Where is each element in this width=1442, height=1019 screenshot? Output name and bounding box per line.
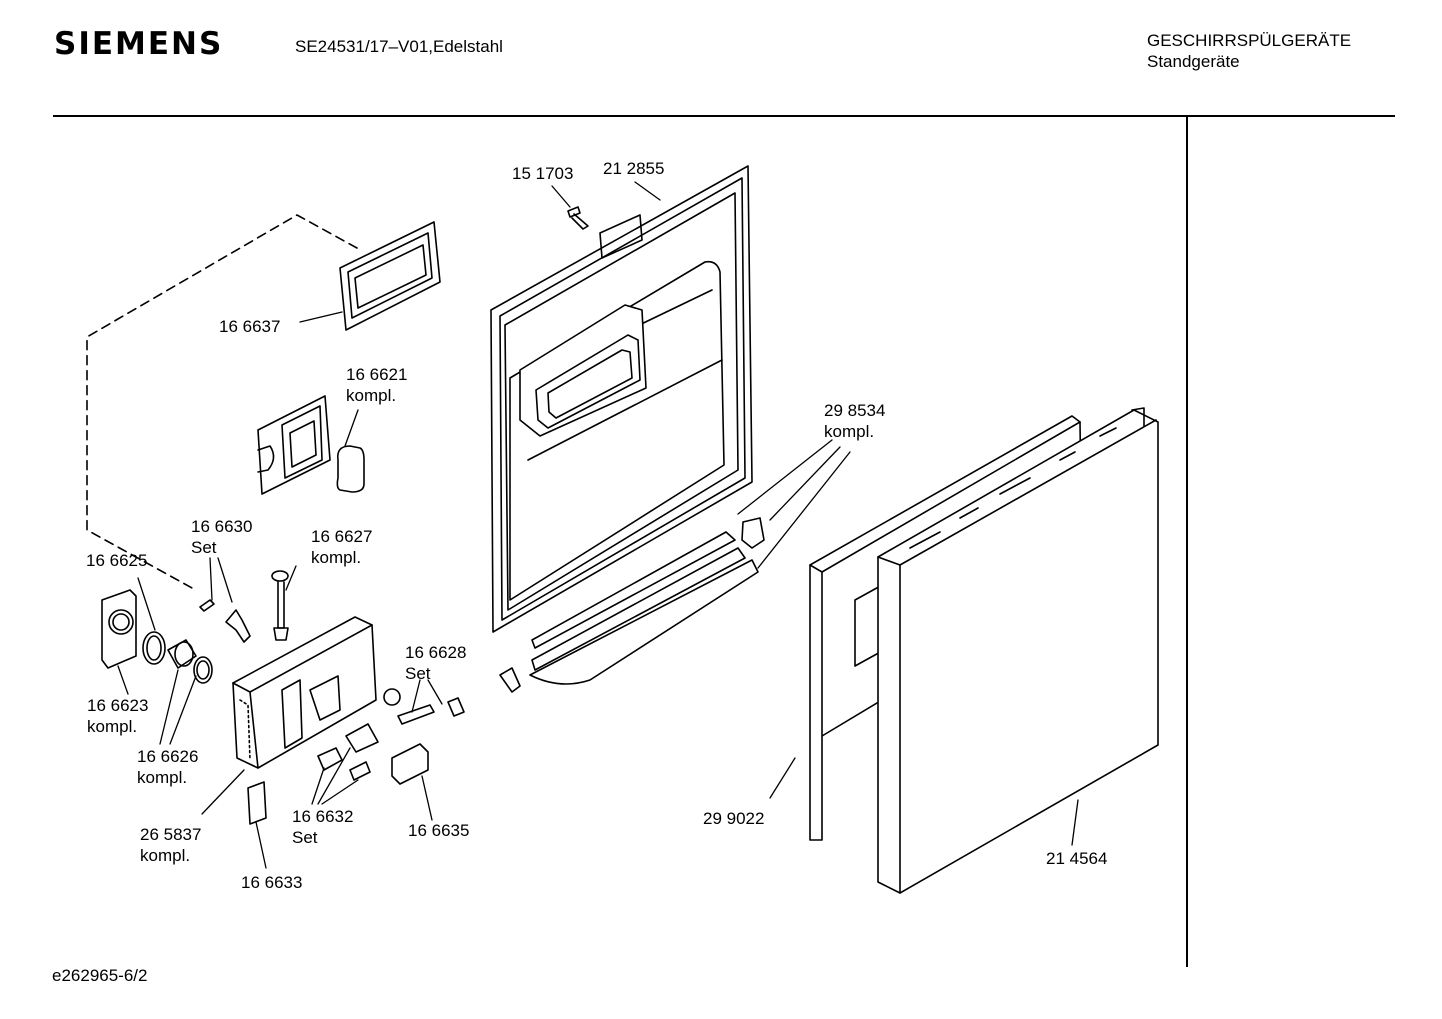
part-label-151703: 15 1703 xyxy=(512,163,573,184)
part-number: 16 6628 xyxy=(405,643,467,662)
part-label-166635: 16 6635 xyxy=(408,820,469,841)
document-id: e262965-6/2 xyxy=(52,966,148,985)
part-note: Set xyxy=(191,538,217,557)
part-note: kompl. xyxy=(346,386,397,405)
part-label-166626: 16 6626 kompl. xyxy=(137,746,198,788)
side-divider xyxy=(1186,117,1188,967)
part-number: 21 2855 xyxy=(603,159,665,178)
part-label-166627: 16 6627 kompl. xyxy=(311,526,372,568)
part-note: kompl. xyxy=(140,846,191,865)
part-note: Set xyxy=(405,664,431,683)
part-label-166625: 16 6625 xyxy=(86,550,147,571)
part-label-214564: 21 4564 xyxy=(1046,848,1107,869)
header-divider xyxy=(53,115,1395,117)
part-label-265837: 26 5837 kompl. xyxy=(140,824,201,866)
o-ring-part xyxy=(193,656,213,684)
part-number: 16 6632 xyxy=(292,807,354,826)
part-label-166637: 16 6637 xyxy=(219,316,280,337)
switch-part xyxy=(391,743,429,785)
brand-logo: SIEMENS xyxy=(54,26,224,62)
part-label-212855: 21 2855 xyxy=(603,158,664,179)
part-number: 15 1703 xyxy=(512,164,574,183)
part-note: kompl. xyxy=(824,422,875,441)
part-note: kompl. xyxy=(311,548,362,567)
category-title: GESCHIRRSPÜLGERÄTE xyxy=(1147,31,1352,50)
part-number: 16 6633 xyxy=(241,873,303,892)
outer-door-panel-back xyxy=(809,415,1083,841)
screw-part xyxy=(567,206,589,230)
part-number: 16 6637 xyxy=(219,317,281,336)
clip-part xyxy=(247,781,267,825)
part-number: 21 4564 xyxy=(1046,849,1108,868)
filter-grille-part xyxy=(257,395,365,495)
assembly-dashed-guide xyxy=(86,214,358,589)
part-number: 29 9022 xyxy=(703,809,765,828)
part-number: 26 5837 xyxy=(140,825,202,844)
filter-frame-part xyxy=(339,221,441,331)
bolt-part xyxy=(271,570,289,641)
detergent-dispenser-part xyxy=(232,616,377,769)
inner-door-panel xyxy=(490,165,753,633)
part-label-166633: 16 6633 xyxy=(241,872,302,893)
part-number: 16 6625 xyxy=(86,551,148,570)
part-number: 16 6621 xyxy=(346,365,408,384)
latch-spring-part xyxy=(317,723,379,781)
part-note: kompl. xyxy=(87,717,138,736)
seal-ring-part xyxy=(142,631,166,665)
part-label-166621: 16 6621 kompl. xyxy=(346,364,407,406)
model-title: SE24531/17–V01,Edelstahl xyxy=(295,37,503,56)
part-label-299022: 29 9022 xyxy=(703,808,764,829)
outer-door-panel-front xyxy=(877,407,1159,894)
part-label-166623: 16 6623 kompl. xyxy=(87,695,148,737)
part-number: 29 8534 xyxy=(824,401,886,420)
part-number: 16 6627 xyxy=(311,527,373,546)
part-note: kompl. xyxy=(137,768,188,787)
dispenser-cover-part xyxy=(101,589,137,669)
part-label-298534: 29 8534 kompl. xyxy=(824,400,885,442)
lever-part xyxy=(397,697,465,725)
part-number: 16 6626 xyxy=(137,747,199,766)
ball-part xyxy=(383,688,401,706)
part-note: Set xyxy=(292,828,318,847)
dispenser-cap-part xyxy=(167,639,197,669)
part-number: 16 6623 xyxy=(87,696,149,715)
spring-pin-part xyxy=(199,599,251,643)
part-number: 16 6630 xyxy=(191,517,253,536)
part-number: 16 6635 xyxy=(408,821,470,840)
leader-lines xyxy=(117,181,1079,869)
door-rail-part xyxy=(499,517,765,693)
category-subtitle: Standgeräte xyxy=(1147,52,1240,71)
